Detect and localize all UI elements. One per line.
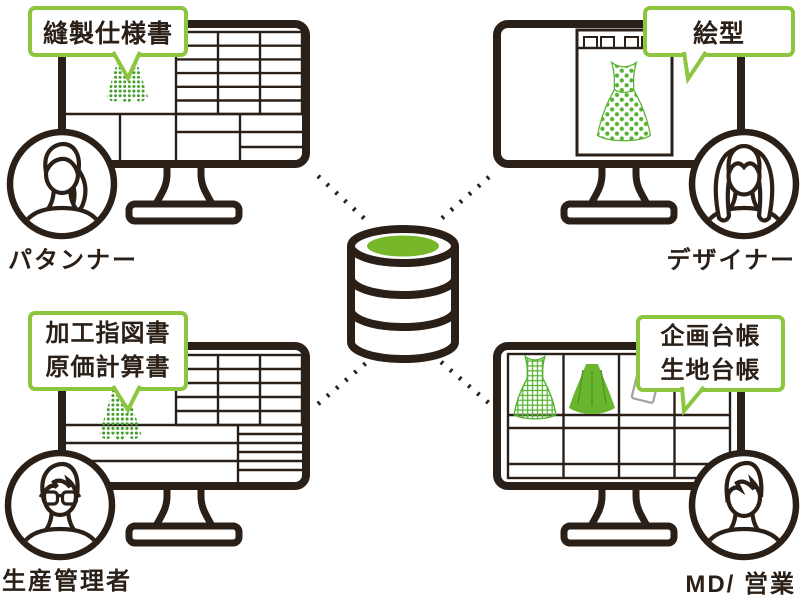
avatar-md-sales [688,449,800,561]
role-label-patternmaker: パタンナー [8,247,138,274]
screen-cost-spreadsheet [66,353,302,482]
connector-top-right [439,175,491,221]
speech-bubble-process-cost [28,311,188,415]
monitor-patternmaker [62,24,306,221]
glasses-icon [38,490,82,506]
bubble-line: 企画台帳 [660,322,761,350]
database-icon [347,225,459,363]
bubble-line: 生地台帳 [660,356,761,384]
database-top [367,235,439,257]
skirt-icon [569,364,615,414]
connector-bottom-right [439,360,492,406]
role-label-production-manager: 生産管理者 [2,568,132,595]
monitor-production-manager [62,346,306,543]
role-label-designer: デザイナー [666,247,796,274]
dress-icon [596,61,652,142]
avatar-patternmaker [6,128,118,240]
speech-bubble-ledgers [636,315,785,417]
speech-bubble-sewing-spec [28,6,188,83]
avatar-designer [688,128,800,240]
bubble-line: 絵型 [692,19,745,48]
avatar-production-manager [4,449,116,561]
bubble-text-ledgers: 企画台帳 生地台帳 [638,317,783,390]
bubble-text-sewing-spec: 縫製仕様書 [30,8,186,55]
screen-spec-sheet [66,30,302,160]
connector-bottom-left [316,361,368,406]
bubble-line: 加工指図書 [45,320,171,347]
bubble-text-sketch: 絵型 [645,8,793,55]
connector-top-left [316,174,369,223]
bubble-text-process-cost: 加工指図書 原価計算書 [30,313,186,389]
role-label-md-sales: MD/ 営業 [685,571,796,598]
bubble-line: 原価計算書 [45,354,171,381]
speech-bubble-sketch [643,6,795,85]
bubble-line: 縫製仕様書 [42,19,173,48]
